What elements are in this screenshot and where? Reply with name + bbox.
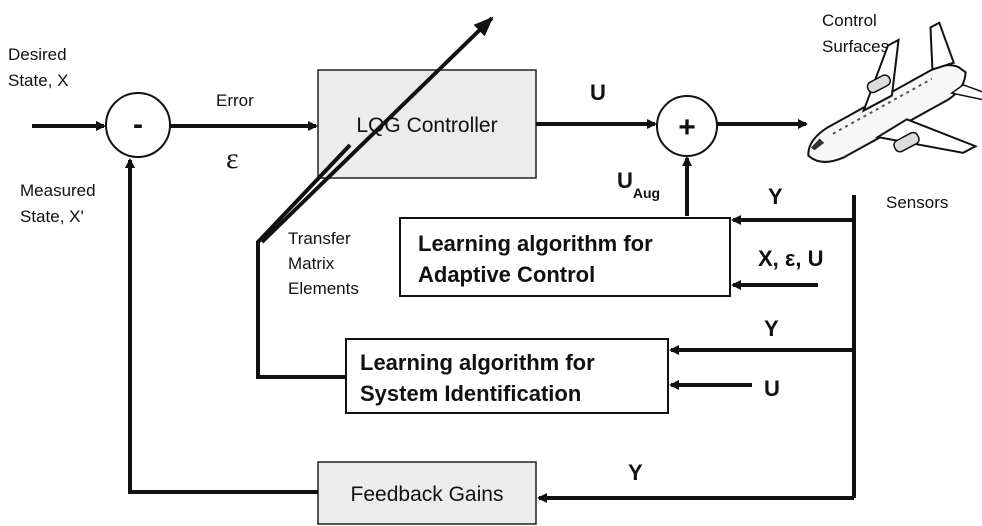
transfer-matrix-path [256,143,352,379]
control-surfaces-line2: Surfaces [822,37,889,56]
system-identification-block: Learning algorithm for System Identifica… [345,338,669,414]
feedback-loop [125,158,318,494]
feedback-gains-label: Feedback Gains [351,483,504,506]
adaptive-control-block: Learning algorithm for Adaptive Control [399,217,731,297]
y-feedback-label: Y [628,460,643,485]
airplane-icon [807,21,982,163]
measured-state-line2: State, X' [20,207,84,226]
plus-sign: + [678,111,696,144]
u-aug-label: UAug [617,168,660,201]
u-label: U [590,80,606,105]
y-adaptive-label: Y [768,184,783,209]
adaptive-label-line1: Learning algorithm for [418,231,653,256]
lqg-controller-label: LQG Controller [356,114,497,137]
lqg-controller-block: LQG Controller [317,69,537,179]
adaptation-arrow [260,16,494,244]
minus-sign: - [133,108,143,141]
epsilon-label: ε [226,142,239,175]
sensors-label: Sensors [886,193,948,212]
adaptive-inputs-label: X, ε, U [758,246,823,271]
error-label: Error [216,91,254,110]
y-sysid-label: Y [764,316,779,341]
sysid-label-line1: Learning algorithm for [360,350,595,375]
transfer-line2: Matrix [288,254,335,273]
adaptive-label-line2: Adaptive Control [418,262,595,287]
measured-state-line1: Measured [20,181,96,200]
sysid-label-line2: System Identification [360,381,581,406]
feedback-gains-block: Feedback Gains [317,461,537,525]
transfer-line3: Elements [288,279,359,298]
u-sysid-label: U [764,376,780,401]
desired-state-line2: State, X [8,71,68,90]
desired-state-line1: Desired [8,45,67,64]
error-summing-junction: - [105,92,171,158]
transfer-line1: Transfer [288,229,351,248]
control-surfaces-line1: Control [822,11,877,30]
augment-summing-junction: + [656,95,718,157]
